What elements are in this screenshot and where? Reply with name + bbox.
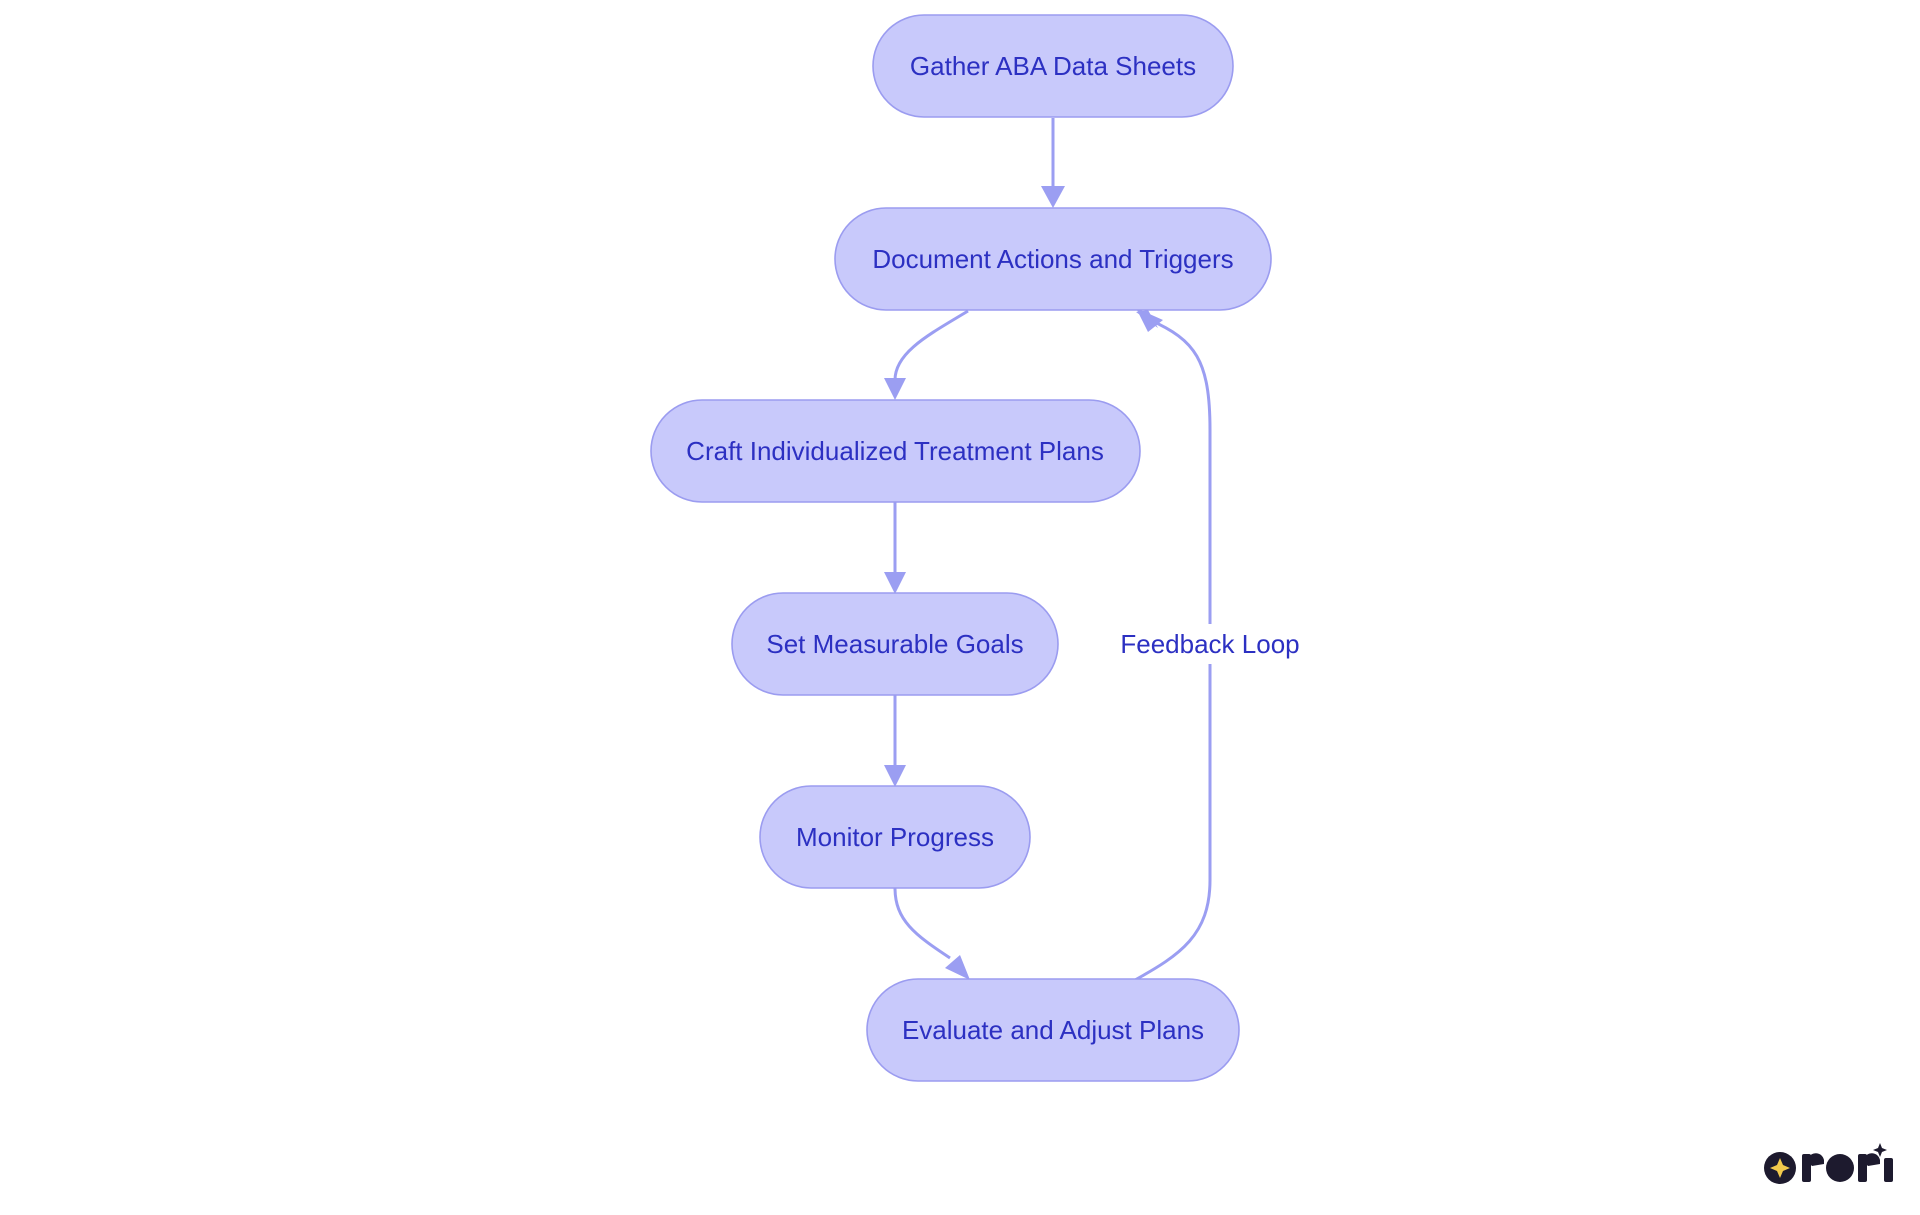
arrowhead-craft-to-goals <box>884 572 906 594</box>
arrowhead-gather-to-document <box>1041 186 1065 208</box>
logo-wordmark <box>1802 1153 1893 1182</box>
node-document-label: Document Actions and Triggers <box>872 244 1233 274</box>
arrowhead-goals-to-monitor <box>884 765 906 787</box>
node-craft-label: Craft Individualized Treatment Plans <box>686 436 1104 466</box>
nodes: Gather ABA Data Sheets Document Actions … <box>650 14 1272 1082</box>
edge-document-to-craft <box>893 309 969 381</box>
node-goals-label: Set Measurable Goals <box>766 629 1023 659</box>
node-craft[interactable]: Craft Individualized Treatment Plans <box>650 399 1141 503</box>
brand-logo <box>1764 1143 1893 1184</box>
node-monitor[interactable]: Monitor Progress <box>759 785 1031 889</box>
arrowhead-document-to-craft <box>884 378 906 400</box>
arrowhead-monitor-to-evaluate <box>945 955 970 980</box>
node-document[interactable]: Document Actions and Triggers <box>834 207 1272 311</box>
node-gather[interactable]: Gather ABA Data Sheets <box>872 14 1234 118</box>
edge-evaluate-to-document <box>1134 318 1212 982</box>
edge-monitor-to-evaluate <box>893 887 951 960</box>
node-evaluate-label: Evaluate and Adjust Plans <box>902 1015 1204 1045</box>
edge-label-background <box>1118 624 1302 664</box>
edges: Feedback Loop <box>884 118 1302 982</box>
node-gather-label: Gather ABA Data Sheets <box>910 51 1196 81</box>
arrowhead-evaluate-to-document-tip <box>1136 308 1163 332</box>
node-monitor-label: Monitor Progress <box>796 822 994 852</box>
sparkle-icon <box>1770 1158 1790 1178</box>
node-evaluate[interactable]: Evaluate and Adjust Plans <box>866 978 1240 1082</box>
node-goals[interactable]: Set Measurable Goals <box>731 592 1059 696</box>
edge-label-feedback-loop: Feedback Loop <box>1120 629 1299 659</box>
logo-small-sparkle-icon <box>1873 1143 1887 1157</box>
